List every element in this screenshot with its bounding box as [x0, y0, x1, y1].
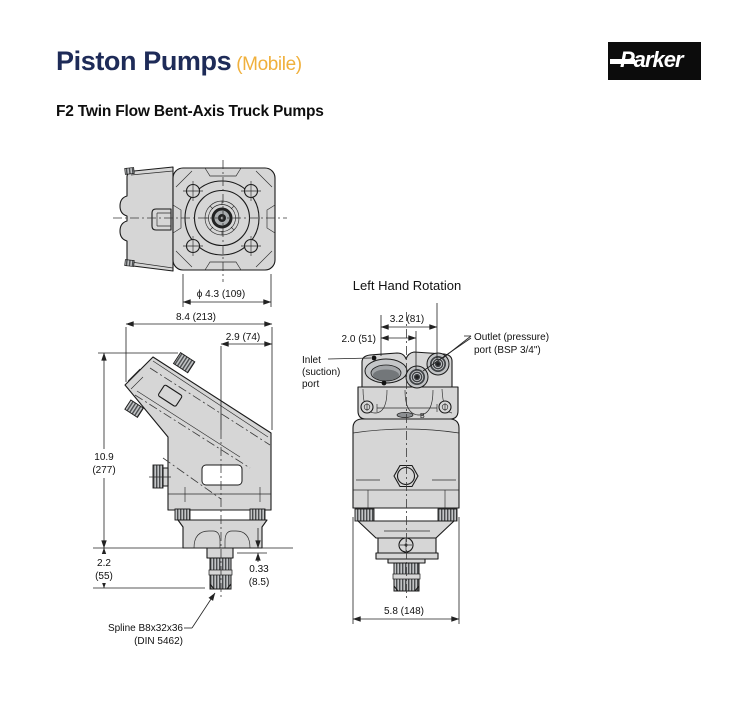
dim-shaft-length: 2.2 (55) [91, 547, 293, 589]
parker-logo-text: Parker [620, 47, 684, 72]
product-heading-text: F2 Twin Flow Bent-Axis Truck Pumps [56, 103, 324, 120]
spline-callout-line2: (DIN 5462) [134, 636, 183, 647]
inlet-bolt-dot-bottom [381, 380, 387, 386]
spline-callout-line1: Spline B8x32x36 [108, 623, 183, 634]
flange-bolt-left [174, 508, 191, 521]
rear-neck [357, 520, 455, 539]
outlet-callout: Outlet (pressure) port (BSP 3/4") [422, 332, 549, 372]
dim-outlet-spacing-text: 3.2 (81) [390, 314, 424, 325]
phillips-screw [398, 537, 414, 553]
side-body [124, 356, 272, 511]
rear-view: Left Hand Rotation B [302, 278, 549, 624]
flange-bolt-holes [183, 181, 261, 256]
dim-bolt-circle-text: ϕ 4.3 (109) [197, 289, 245, 300]
flange-bolt-right [249, 508, 266, 521]
page-title-text: Piston Pumps [56, 46, 232, 76]
dim-shaft-length-in: 2.2 [97, 558, 111, 569]
outlet-port-lower [405, 365, 429, 389]
page-title: Piston Pumps(Mobile) [56, 46, 302, 77]
parker-logo-dash [610, 59, 635, 64]
tilted-boss [158, 384, 183, 407]
inlet-bolt-dot-top [371, 355, 377, 361]
dim-bolt-circle: ϕ 4.3 (109) [182, 274, 272, 307]
sight-port [396, 412, 414, 418]
inlet-callout-line3: port [302, 379, 319, 390]
drain-boss [152, 464, 164, 489]
rear-body [352, 418, 460, 509]
inlet-callout-line2: (suction) [302, 367, 340, 378]
dim-height-mm: (277) [92, 465, 115, 476]
dim-pilot-step: 0.33 (8.5) [237, 528, 269, 588]
dim-height: 10.9 (277) [91, 352, 178, 549]
dim-inlet-to-outlet: 2.0 (51) [342, 331, 417, 370]
rear-flange-bolt-left [354, 508, 375, 522]
dim-shaft-length-mm: (55) [95, 571, 113, 582]
inlet-callout: Inlet (suction) port [302, 355, 372, 390]
dim-center-to-end-text: 2.9 (74) [226, 332, 260, 343]
dim-overall-width-text: 8.4 (213) [176, 312, 216, 323]
dim-inlet-to-outlet-text: 2.0 (51) [342, 334, 376, 345]
dim-pilot-step-mm: (8.5) [249, 577, 270, 588]
inlet-callout-line1: Inlet [302, 355, 321, 366]
dim-pilot-step-in: 0.33 [249, 564, 269, 575]
dim-center-to-end: 2.9 (74) [220, 332, 273, 347]
front-view: ϕ 4.3 (109) [113, 160, 287, 307]
dim-rear-width: 5.8 (148) [352, 517, 460, 624]
product-heading: F2 Twin Flow Bent-Axis Truck Pumps [56, 103, 324, 121]
dim-height-in: 10.9 [94, 452, 114, 463]
name-plate [201, 464, 243, 486]
port-marking-b: B [420, 413, 425, 420]
bearing-housing [177, 519, 268, 549]
outlet-callout-line1: Outlet (pressure) [474, 332, 549, 343]
outlet-callout-line2: port (BSP 3/4") [474, 345, 541, 356]
parker-logo: Parker [608, 42, 701, 80]
hex-plug [356, 464, 456, 488]
end-plug [124, 399, 145, 419]
dim-rear-width-text: 5.8 (148) [384, 606, 424, 617]
spline-callout: Spline B8x32x36 (DIN 5462) [108, 592, 216, 647]
rear-flange-bolt-right [437, 508, 458, 522]
rear-view-heading: Left Hand Rotation [353, 278, 461, 293]
side-view: 8.4 (213) 2.9 (74) 10.9 (277) 2.2 (55) [91, 312, 293, 647]
top-plug [172, 351, 196, 374]
dim-outlet-spacing: 3.2 (81) [380, 303, 438, 360]
front-side-boss [151, 208, 172, 231]
page-title-suffix: (Mobile) [236, 54, 302, 75]
